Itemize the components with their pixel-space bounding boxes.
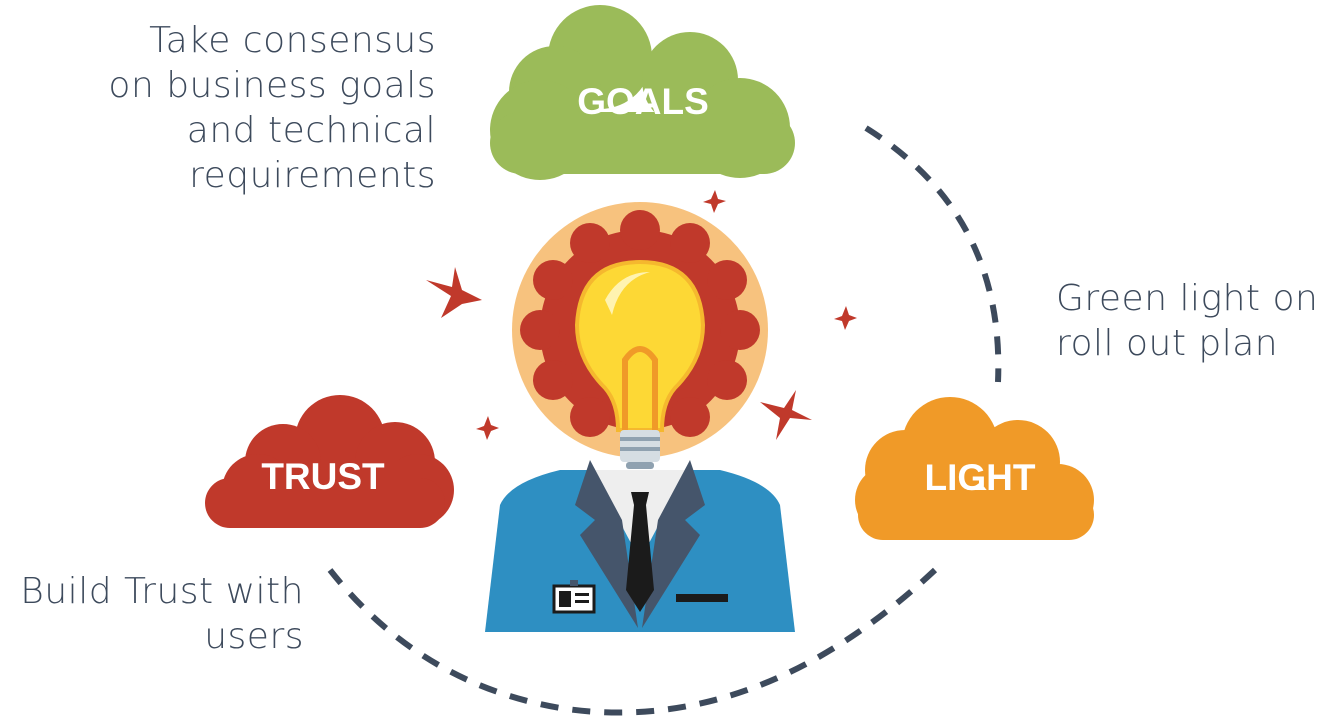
goals-caption-line: and technical [186,110,436,151]
goals-cloud-label: GOALS [577,81,709,122]
bulb-base [620,430,660,462]
pocket [676,594,728,602]
light-caption: Green light on roll out plan [1056,276,1318,366]
goals-caption-line: on business goals [108,65,436,106]
trust-caption-line: users [204,616,304,657]
sparkle-icon [703,190,726,213]
trust-cloud-label: TRUST [261,456,385,497]
light-cloud: LIGHT [855,397,1094,540]
sparkle-icon [834,306,857,330]
bulb-filament [622,346,658,430]
sparkle-icon [476,416,499,440]
right-lapel [642,460,705,628]
light-caption-line: Green light on [1056,278,1319,319]
dashed-connector-goals-to-light [864,125,1002,383]
bulb-highlight [605,272,650,315]
left-lapel [575,460,638,628]
tie [626,492,654,612]
dashed-connector-light-to-trust [327,567,938,716]
sparkle-icon [760,390,812,440]
goals-caption-line: requirements [189,155,436,196]
id-badge-icon [552,580,596,614]
trust-caption-line: Build Trust with [20,571,304,612]
goals-caption-line: Take consensus [149,20,436,61]
goals-caption: Take consensus on business goals and tec… [108,18,436,198]
light-caption-line: roll out plan [1056,323,1279,364]
trust-cloud: TRUST [205,395,454,528]
lightbulb-head-businessman-icon [485,202,795,632]
light-cloud-label: LIGHT [925,457,1036,498]
sparkle-icon [426,267,482,318]
trust-caption: Build Trust with users [20,569,304,659]
goals-cloud: GOALS [490,5,795,180]
